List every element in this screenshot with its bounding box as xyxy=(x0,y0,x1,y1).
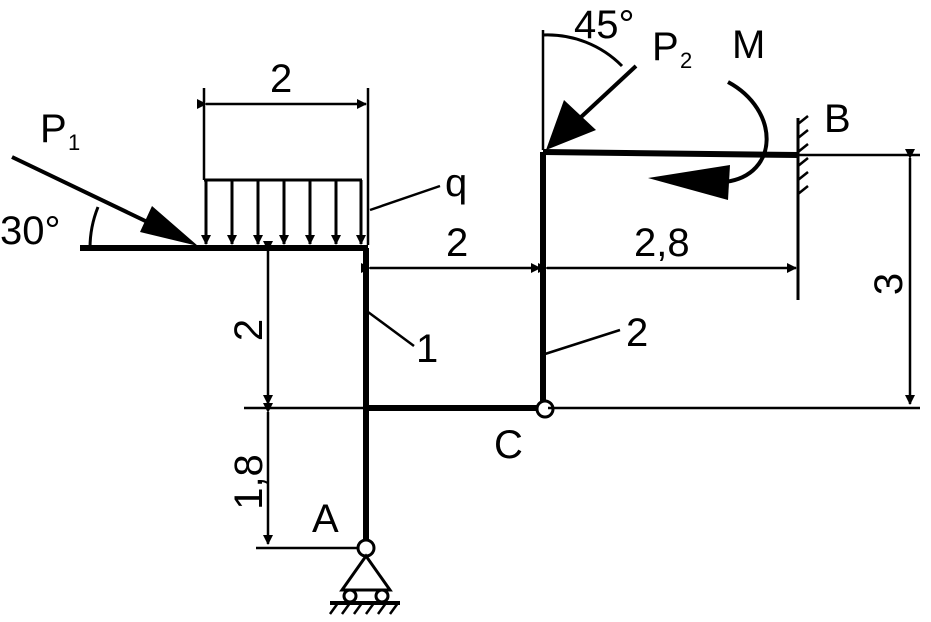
support-a xyxy=(328,538,400,615)
beam-2-top xyxy=(542,149,799,158)
wall-b xyxy=(796,115,809,300)
p1-shaft xyxy=(11,155,161,230)
dim-text-right-height: 3 xyxy=(867,273,911,295)
label-b: B xyxy=(824,97,851,141)
angle-p2: 45° xyxy=(574,3,635,47)
dim-text-support-height: 1,8 xyxy=(227,454,271,510)
force-p1 xyxy=(11,155,198,249)
dim-text-left-height: 2 xyxy=(227,319,271,341)
label-p1: P xyxy=(40,107,67,151)
p2-arrowhead xyxy=(546,100,596,150)
roller-left xyxy=(342,588,358,604)
label-a: A xyxy=(312,497,339,541)
leader-member-2 xyxy=(544,328,621,356)
p2-shaft xyxy=(578,64,638,120)
label-p1-subscript: 1 xyxy=(68,130,80,155)
moment-arc xyxy=(724,80,769,184)
label-m: M xyxy=(732,23,765,67)
label-c: C xyxy=(494,423,523,467)
support-triangle xyxy=(339,553,393,592)
angle-p1: 30° xyxy=(0,209,61,253)
force-p2 xyxy=(541,30,638,150)
wall-hatch xyxy=(797,115,809,195)
distributed-load xyxy=(201,178,366,245)
label-p2-subscript: 2 xyxy=(680,48,692,73)
p1-arrowhead xyxy=(140,206,198,246)
label-p2: P xyxy=(652,25,679,69)
dim-text-to-wall: 2,8 xyxy=(634,221,690,265)
leader-q xyxy=(369,184,441,212)
p1-angle-arc xyxy=(88,206,100,249)
frame-2 xyxy=(540,149,799,404)
moment-arrowhead xyxy=(648,165,730,200)
roller-right xyxy=(374,588,390,604)
dimension-lines xyxy=(197,88,920,550)
label-q: q xyxy=(445,161,467,205)
dim-text-gap: 2 xyxy=(446,221,468,265)
ground-hatch xyxy=(328,602,400,615)
moment-m xyxy=(648,80,769,200)
label-member-1: 1 xyxy=(416,327,438,371)
p2-angle-arc xyxy=(542,33,624,68)
frame-1 xyxy=(80,245,369,548)
leader-member-1 xyxy=(367,310,415,348)
dim-text-load-width: 2 xyxy=(270,57,292,101)
label-member-2: 2 xyxy=(626,311,648,355)
load-arrows xyxy=(201,180,366,245)
